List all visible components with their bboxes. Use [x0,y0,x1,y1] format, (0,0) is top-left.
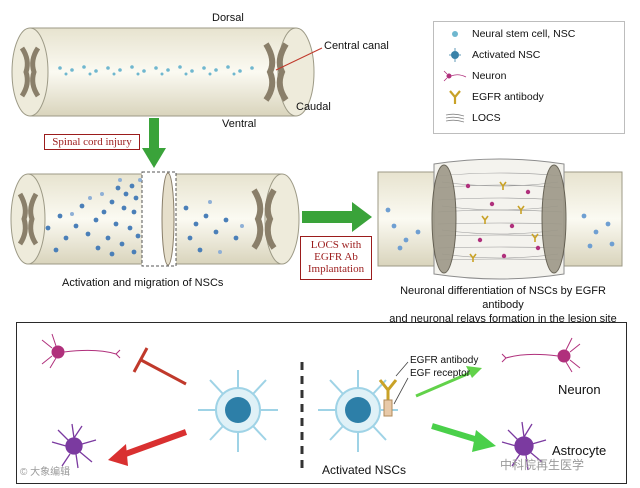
caption-line: Neuronal differentiation of NSCs by EGFR… [400,285,606,311]
legend-item-neuron: Neuron [442,68,506,84]
spinal-cord-intact [0,0,330,130]
inhibition-icon [132,347,187,386]
green-arrow-neuron-icon [415,366,482,398]
spinal-cord-injured [0,168,310,273]
astrocyte-right-icon [501,421,547,471]
watermark-right: 中科院再生医学 [500,458,585,472]
activated-nsc-icon [442,48,468,62]
nsc-row [58,65,254,76]
spinal-cord-injury-label: Spinal cord injury [44,134,140,150]
implantation-arrow [302,202,372,232]
legend-item-nsc: Neural stem cell, NSC [442,26,575,42]
label-astrocyte: Astrocyte [552,443,607,458]
implantation-label: LOCS with EGFR Ab Implantation [300,236,372,280]
caption-activation-migration: Activation and migration of NSCs [62,277,224,289]
astrocyte-left-icon [51,423,97,469]
injury-down-arrow [142,118,166,170]
activated-nsc-right-icon [318,370,398,452]
egf-receptor-icon [383,399,393,417]
label-activated-nscs: Activated NSCs [322,463,407,477]
neuron-right-icon [501,337,581,373]
nsc-dot-icon [442,27,468,41]
locs-icon [442,111,468,125]
label-central-canal: Central canal [324,40,389,52]
legend-label: EGFR antibody [472,91,544,103]
spinal-cord-repaired-drawing [377,158,623,280]
legend-item-egfr-antibody: EGFR antibody [442,89,544,105]
neuron-icon [442,69,468,83]
legend-label: Neural stem cell, NSC [472,28,576,40]
label-egf-receptor: EGF receptor [410,368,471,379]
spinal-cord-intact-drawing [11,27,323,117]
spinal-cord-repaired [372,156,628,282]
migrating-nsc-cluster [45,183,239,257]
neuron-left-icon [41,333,121,369]
green-arrow-astrocyte-icon [431,423,496,452]
legend-item-locs: LOCS [442,110,501,126]
implantation-label-line: Implantation [307,263,365,275]
red-arrow-icon [108,429,188,466]
spinal-cord-injured-drawing [10,171,300,267]
egfr-antibody-icon [442,90,468,104]
egfr-antibody-icon [378,379,398,400]
legend-label: Neuron [472,70,507,82]
label-caudal: Caudal [296,101,331,113]
bottom-panel [16,322,627,484]
legend-item-activated-nsc: Activated NSC [442,47,540,63]
label-dorsal: Dorsal [212,12,244,24]
egfr-antibodies [469,181,539,262]
differentiated-neurons [465,183,541,259]
label-neuron: Neuron [558,382,601,397]
legend-label: LOCS [472,112,501,124]
legend-box: Neural stem cell, NSC Activated NSC Neur… [433,21,625,134]
caption-neuronal-differentiation: Neuronal differentiation of NSCs by EGFR… [378,284,628,326]
bottom-panel-drawing [16,322,625,482]
legend-label: Activated NSC [472,49,541,61]
implantation-label-line: EGFR Ab [314,251,358,263]
label-ventral: Ventral [222,118,257,130]
activated-nsc-left-icon [198,370,278,452]
watermark-left: © 大象编辑 [20,467,71,478]
implantation-label-line: LOCS with [310,239,362,251]
label-egfr-antibody: EGFR antibody [410,355,479,366]
